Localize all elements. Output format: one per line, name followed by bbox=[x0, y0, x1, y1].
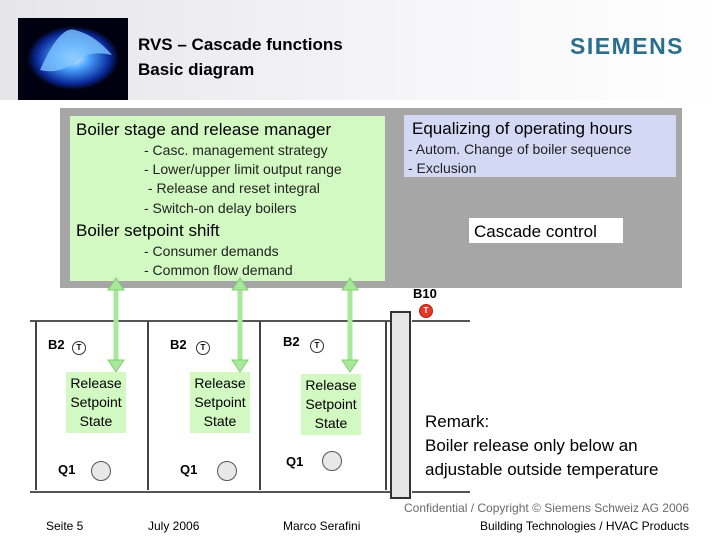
boiler-3-signals: Release Setpoint State bbox=[301, 374, 361, 435]
title-line-1: RVS – Cascade functions bbox=[138, 35, 343, 54]
release-label: Release bbox=[194, 375, 246, 391]
cascade-control-box bbox=[469, 218, 623, 243]
setpoint-heading: Boiler setpoint shift bbox=[76, 221, 220, 240]
equalizing-item: - Exclusion bbox=[408, 160, 477, 176]
hydraulic-separator bbox=[390, 311, 411, 499]
q1-pump-label: Q1 bbox=[286, 454, 304, 469]
b10-sensor-label: B10 bbox=[413, 286, 437, 301]
q1-pump-label: Q1 bbox=[180, 462, 198, 477]
pump-icon bbox=[322, 451, 342, 471]
state-label: State bbox=[79, 413, 113, 429]
manager-heading: Boiler stage and release manager bbox=[76, 120, 332, 139]
setpoint-label: Setpoint bbox=[305, 396, 357, 412]
page-number: Seite 5 bbox=[46, 519, 84, 533]
equalizing-box bbox=[404, 115, 676, 177]
release-label: Release bbox=[305, 377, 357, 393]
boiler-2-signals: Release Setpoint State bbox=[190, 372, 250, 433]
release-label: Release bbox=[70, 375, 122, 391]
title-line-2: Basic diagram bbox=[138, 60, 255, 79]
pump-icon bbox=[91, 461, 111, 481]
header-graphic bbox=[0, 0, 720, 100]
pump-icon bbox=[217, 461, 237, 481]
b2-sensor-label: B2 bbox=[48, 337, 65, 352]
cascade-control-label: Cascade control bbox=[474, 222, 597, 241]
b2-sensor-label: B2 bbox=[170, 337, 187, 352]
footer-copyright: Confidential / Copyright © Siemens Schwe… bbox=[404, 501, 689, 515]
manager-item: - Switch-on delay boilers bbox=[144, 200, 297, 216]
setpoint-label: Setpoint bbox=[194, 394, 246, 410]
temperature-sensor-icon: T bbox=[72, 341, 86, 355]
state-label: State bbox=[314, 415, 348, 431]
setpoint-item: - Consumer demands bbox=[144, 243, 279, 259]
footer-date: July 2006 bbox=[148, 519, 200, 533]
manager-item: - Casc. management strategy bbox=[144, 142, 328, 158]
equalizing-item: - Autom. Change of boiler sequence bbox=[408, 141, 632, 157]
flow-temperature-sensor-icon: T bbox=[419, 304, 433, 318]
remark-text: adjustable outside temperature bbox=[425, 460, 659, 479]
remark-title: Remark: bbox=[425, 412, 490, 431]
siemens-logo: SIEMENS bbox=[570, 33, 685, 59]
q1-pump-label: Q1 bbox=[58, 462, 76, 477]
footer-division: Building Technologies / HVAC Products bbox=[480, 519, 690, 533]
b2-sensor-label: B2 bbox=[283, 334, 300, 349]
equalizing-heading: Equalizing of operating hours bbox=[412, 119, 633, 138]
temperature-sensor-icon: T bbox=[310, 339, 324, 353]
setpoint-item: - Common flow demand bbox=[144, 262, 293, 278]
remark-text: Boiler release only below an bbox=[425, 436, 638, 455]
setpoint-label: Setpoint bbox=[70, 394, 122, 410]
manager-item: - Release and reset integral bbox=[144, 180, 320, 196]
state-label: State bbox=[203, 413, 237, 429]
boiler-1-signals: Release Setpoint State bbox=[66, 372, 126, 433]
temperature-sensor-icon: T bbox=[196, 341, 210, 355]
manager-item: - Lower/upper limit output range bbox=[144, 161, 342, 177]
footer-author: Marco Serafini bbox=[283, 519, 361, 533]
manager-box bbox=[70, 116, 385, 281]
